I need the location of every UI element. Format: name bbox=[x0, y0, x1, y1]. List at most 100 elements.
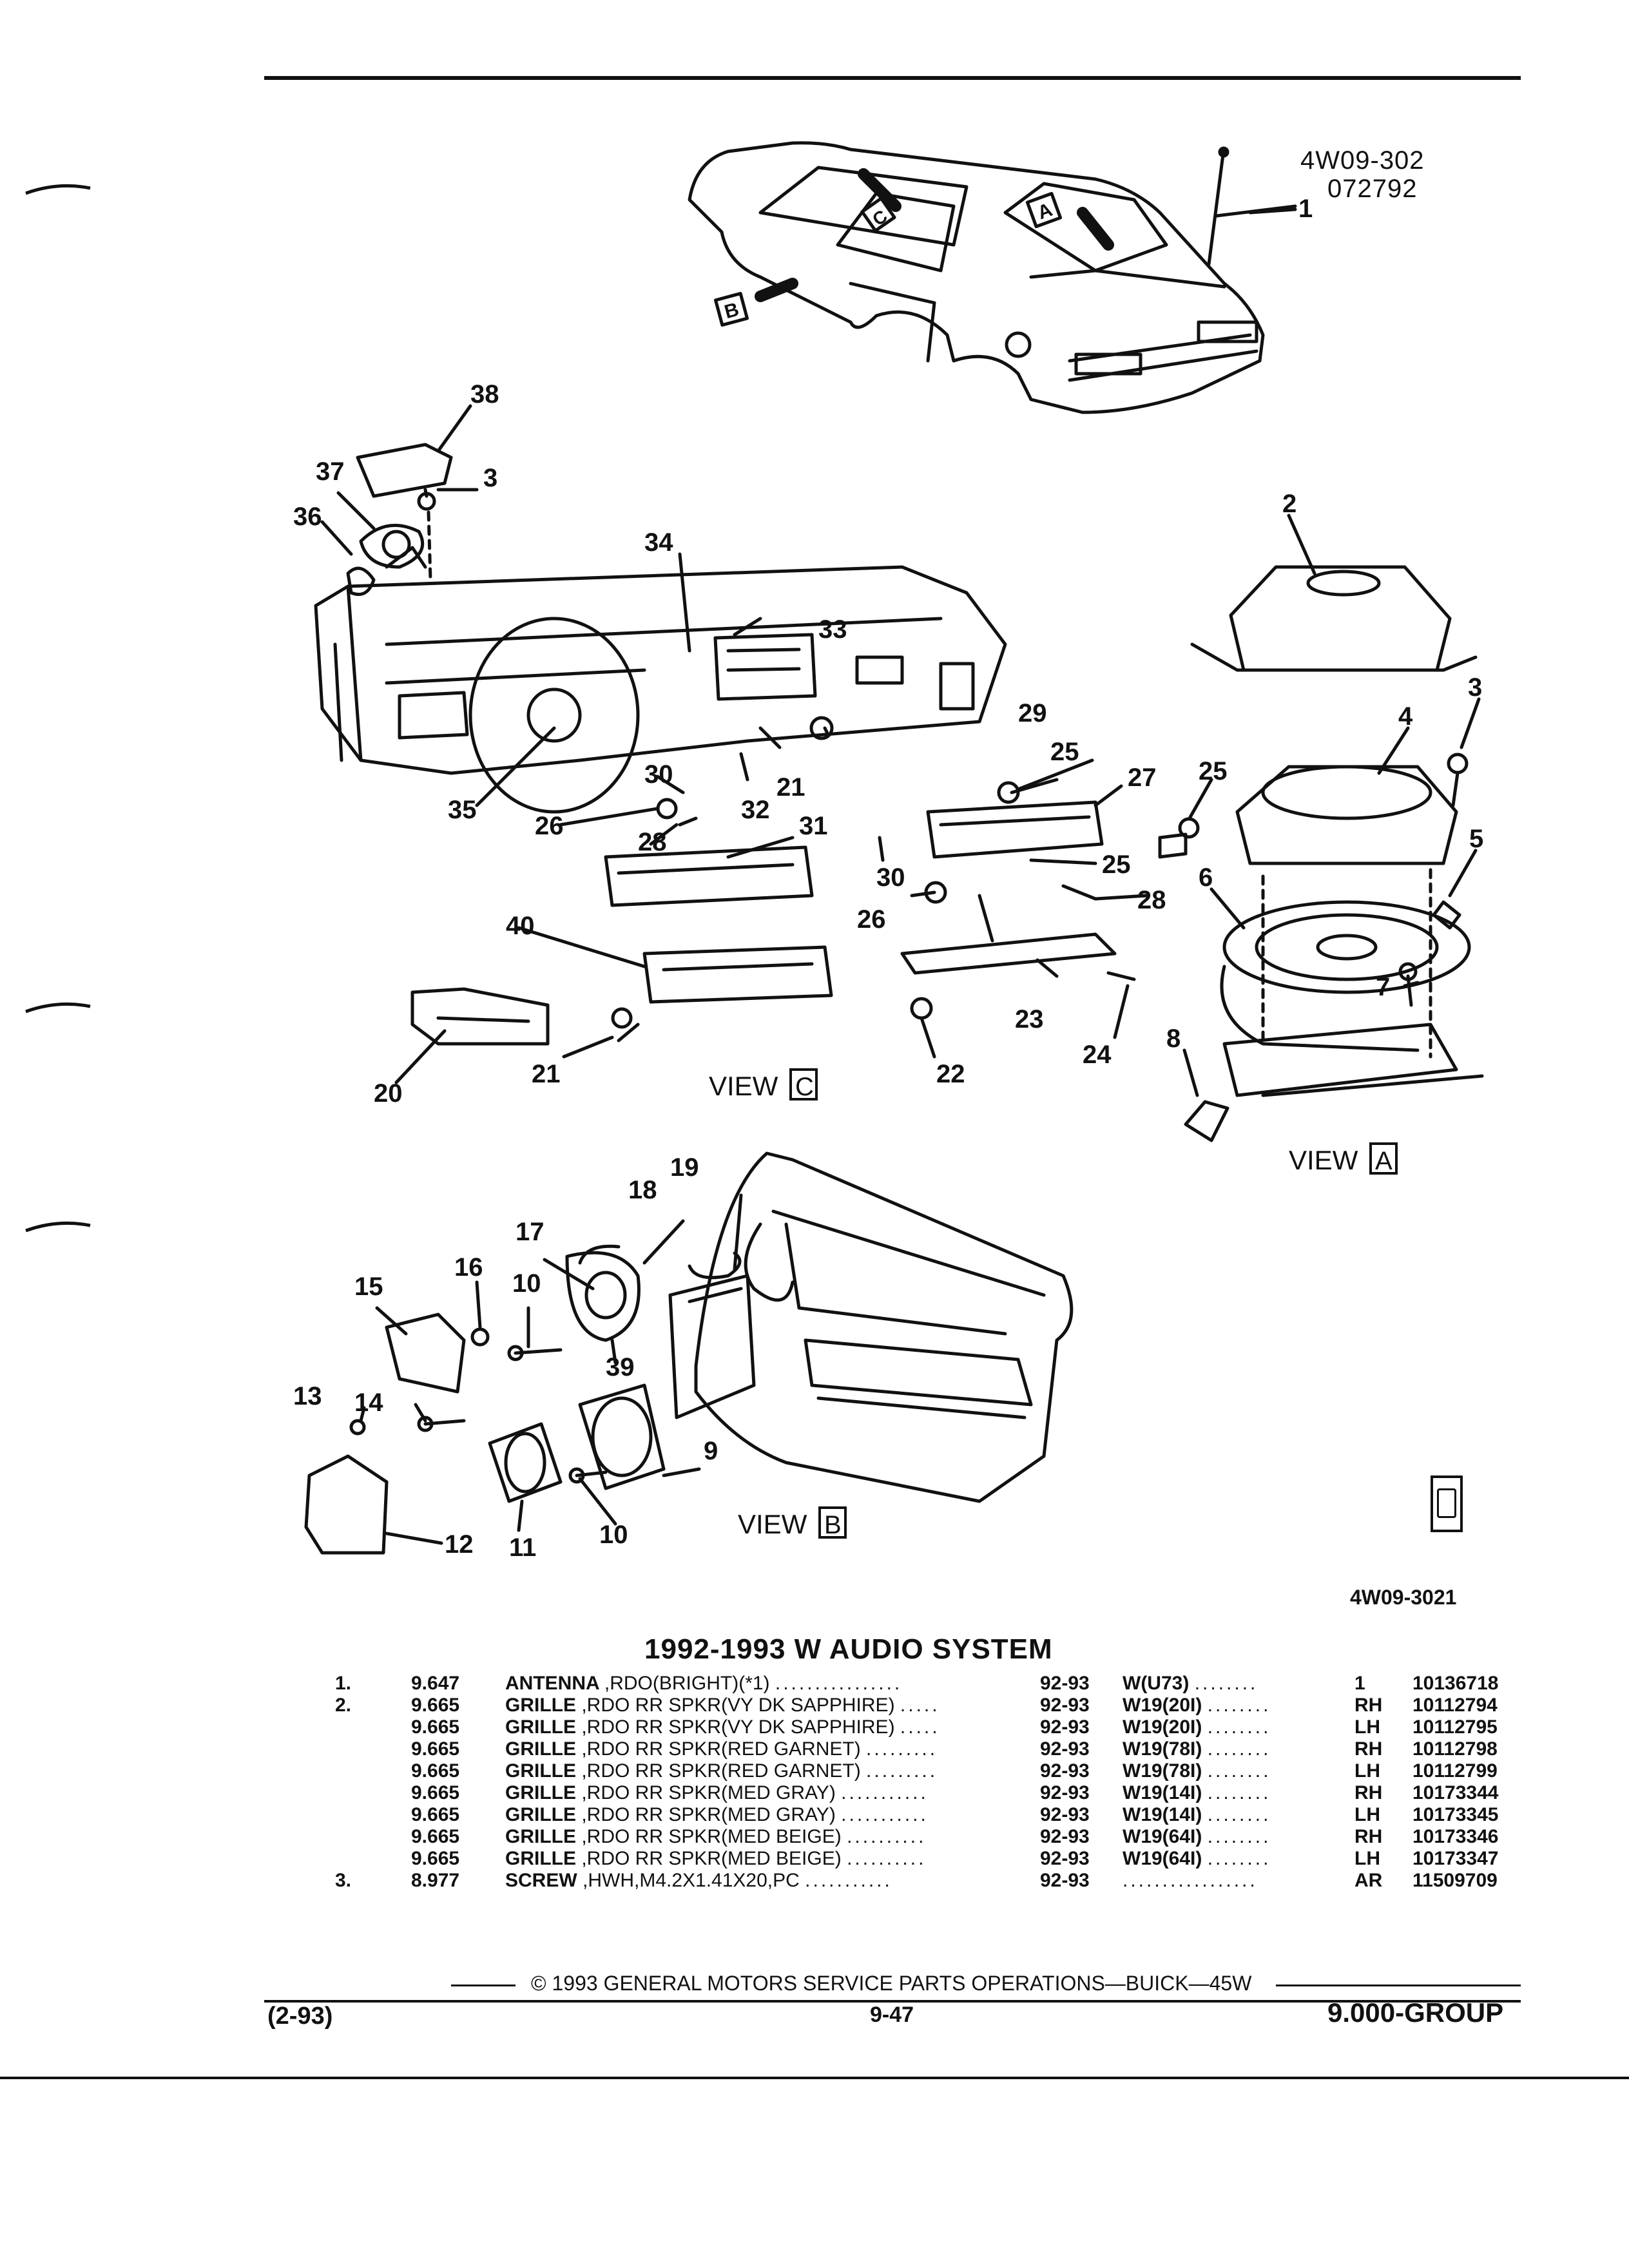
part-name: GRILLE ,RDO RR SPKR(MED BEIGE) .........… bbox=[505, 1826, 1040, 1848]
group-code: 8.977 bbox=[411, 1870, 460, 1891]
group-code: 9.665 bbox=[411, 1848, 460, 1869]
item-number bbox=[335, 1826, 411, 1848]
part-number: 10112798 bbox=[1412, 1738, 1498, 1760]
ref-code: 4W09-302 bbox=[1300, 146, 1425, 175]
part-number: 10136718 bbox=[1412, 1673, 1499, 1694]
callout-18: 18 bbox=[628, 1176, 657, 1204]
callout-22: 22 bbox=[936, 1060, 965, 1088]
callout-32: 32 bbox=[741, 796, 770, 824]
item-number bbox=[335, 1782, 411, 1804]
option-code: W(U73) ........ bbox=[1123, 1673, 1354, 1695]
leader-dots: ........... bbox=[841, 1782, 929, 1803]
radio-31 bbox=[604, 845, 814, 907]
part-name-main: ANTENNA bbox=[505, 1673, 599, 1694]
model-years: 92-93 bbox=[1040, 1695, 1090, 1716]
part-description: ,HWH,M4.2X1.41X20,PC bbox=[583, 1870, 800, 1891]
view-c-word: VIEW bbox=[709, 1071, 778, 1101]
callout-12: 12 bbox=[445, 1530, 474, 1559]
model-years: 92-93 bbox=[1040, 1760, 1090, 1782]
part-description: ,RDO RR SPKR(MED GRAY) bbox=[581, 1782, 836, 1803]
item-number: 1. bbox=[335, 1673, 352, 1694]
leader-dots: ........ bbox=[1207, 1826, 1271, 1847]
callout-30: 30 bbox=[644, 760, 673, 789]
callout-9: 9 bbox=[704, 1437, 718, 1465]
part-name: GRILLE ,RDO RR SPKR(MED GRAY) ..........… bbox=[505, 1782, 1040, 1804]
leader-dots: ........... bbox=[805, 1870, 892, 1891]
option-value: W19(14I) bbox=[1123, 1782, 1202, 1803]
part-name-main: GRILLE bbox=[505, 1848, 576, 1869]
part-name-main: SCREW bbox=[505, 1870, 577, 1891]
footer-page-number: 9-47 bbox=[870, 2003, 914, 2027]
part-description: ,RDO RR SPKR(RED GARNET) bbox=[581, 1738, 861, 1760]
leader-dots: ........... bbox=[841, 1804, 929, 1825]
gm-spo-icon bbox=[1431, 1475, 1463, 1532]
option-value: W(U73) bbox=[1123, 1673, 1190, 1694]
door-panel-illustration bbox=[668, 1151, 1074, 1503]
callout-34: 34 bbox=[644, 528, 673, 557]
callout-3: 3 bbox=[1468, 673, 1482, 702]
callout-20: 20 bbox=[374, 1079, 403, 1108]
quantity: 1 bbox=[1354, 1673, 1365, 1694]
part-name: GRILLE ,RDO RR SPKR(MED GRAY) ..........… bbox=[505, 1804, 1040, 1826]
view-c-letter: C bbox=[795, 1073, 814, 1101]
antenna-mast bbox=[1207, 153, 1225, 266]
option-code: W19(78I) ........ bbox=[1123, 1738, 1354, 1760]
callout-25b: 25 bbox=[1102, 850, 1131, 879]
leader-dots: ................ bbox=[775, 1673, 903, 1694]
view-a-word: VIEW bbox=[1289, 1145, 1358, 1175]
item-number: 3. bbox=[335, 1870, 352, 1891]
model-years: 92-93 bbox=[1040, 1673, 1090, 1694]
option-code: W19(20I) ........ bbox=[1123, 1695, 1354, 1716]
quantity: RH bbox=[1354, 1782, 1383, 1803]
callout-29: 29 bbox=[1018, 699, 1047, 727]
part-name: GRILLE ,RDO RR SPKR(VY DK SAPPHIRE) ....… bbox=[505, 1716, 1040, 1738]
quantity: RH bbox=[1354, 1738, 1383, 1760]
arrow-label-b: B bbox=[722, 299, 741, 323]
cover-38 bbox=[356, 443, 453, 498]
callout-14: 14 bbox=[354, 1389, 383, 1417]
callout-4: 4 bbox=[1398, 702, 1413, 731]
item-number bbox=[335, 1848, 411, 1870]
grille-12 bbox=[304, 1454, 389, 1555]
leader-dots: ........ bbox=[1207, 1760, 1271, 1782]
callout-1: 1 bbox=[1298, 195, 1313, 223]
option-code: ................. bbox=[1123, 1870, 1354, 1892]
quantity: LH bbox=[1354, 1848, 1380, 1869]
callout-31: 31 bbox=[799, 812, 828, 840]
leader-dots: .......... bbox=[847, 1826, 927, 1847]
callout-11: 11 bbox=[509, 1533, 536, 1562]
leader-dots: ........ bbox=[1207, 1804, 1271, 1825]
part-description: ,RDO RR SPKR(VY DK SAPPHIRE) bbox=[581, 1716, 895, 1738]
part-number: 10173344 bbox=[1412, 1782, 1499, 1803]
leader-dots: ........ bbox=[1207, 1695, 1271, 1716]
part-description: ,RDO RR SPKR(MED BEIGE) bbox=[581, 1848, 842, 1869]
option-value: W19(20I) bbox=[1123, 1716, 1202, 1738]
part-name-main: GRILLE bbox=[505, 1738, 576, 1760]
callout-39: 39 bbox=[606, 1353, 635, 1381]
group-code: 9.665 bbox=[411, 1804, 460, 1825]
quantity: RH bbox=[1354, 1826, 1383, 1847]
group-code: 9.665 bbox=[411, 1695, 460, 1716]
amplifier-27 bbox=[926, 800, 1104, 859]
quantity: LH bbox=[1354, 1760, 1380, 1782]
callout-23: 23 bbox=[1015, 1005, 1044, 1033]
callout-40: 40 bbox=[506, 912, 535, 940]
callout-2: 2 bbox=[1282, 490, 1296, 518]
part-number: 10112795 bbox=[1412, 1716, 1498, 1738]
figure-code: 4W09-3021 bbox=[1350, 1586, 1456, 1609]
model-years: 92-93 bbox=[1040, 1826, 1090, 1847]
callout-21b: 21 bbox=[776, 773, 805, 802]
callout-7: 7 bbox=[1376, 973, 1390, 1001]
table-row: 9.665 GRILLE ,RDO RR SPKR(MED GRAY) .....… bbox=[335, 1804, 1554, 1826]
footer-underline bbox=[264, 2000, 1521, 2003]
option-value: W19(20I) bbox=[1123, 1695, 1202, 1716]
part-description: ,RDO RR SPKR(RED GARNET) bbox=[581, 1760, 861, 1782]
callout-26b: 26 bbox=[857, 905, 886, 934]
footer-line-right bbox=[1276, 1984, 1521, 1986]
option-code: W19(78I) ........ bbox=[1123, 1760, 1354, 1782]
bracket-23 bbox=[900, 932, 1117, 975]
